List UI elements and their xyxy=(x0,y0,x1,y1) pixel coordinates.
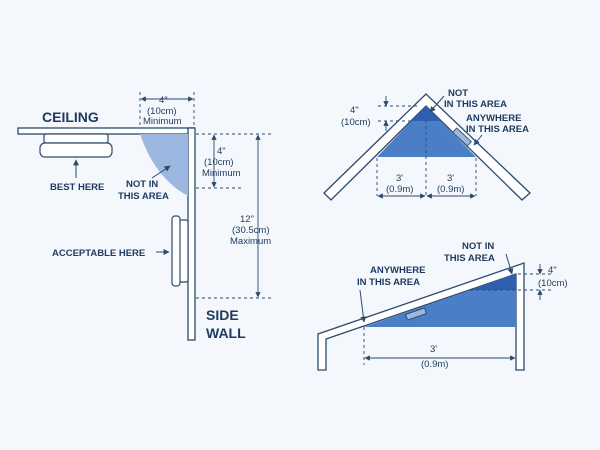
peaked-dead-air-zone xyxy=(411,106,441,121)
peaked-anywhere-zone xyxy=(377,106,476,157)
sloped-bottom-dim-value: 3' xyxy=(430,344,437,355)
side-wall-label-line1: SIDE xyxy=(206,307,239,323)
peaked-right-dim-metric: (0.9m) xyxy=(437,184,464,195)
sloped-anywhere-line1: ANYWHERE xyxy=(370,265,425,276)
ceiling-structure xyxy=(17,127,195,135)
peak-dim-value: 4" xyxy=(350,105,359,116)
wall-ceiling-diagram: CEILING SIDE WALL BEST HERE NOT IN THIS … xyxy=(17,92,274,341)
side-min-qualifier: Minimum xyxy=(202,168,241,179)
not-in-area-pointer xyxy=(151,165,171,179)
side-wall-structure xyxy=(187,127,196,341)
peak-dim-metric: (10cm) xyxy=(341,117,371,128)
peaked-roof-structure xyxy=(323,93,531,201)
peaked-right-dim-value: 3' xyxy=(447,173,454,184)
peaked-not-in-area-pointer xyxy=(429,95,445,113)
sloped-anywhere-line2: IN THIS AREA xyxy=(357,277,420,288)
not-in-area-label-line1: NOT IN xyxy=(126,179,158,190)
peaked-not-in-area-line2: IN THIS AREA xyxy=(444,99,507,110)
peaked-not-in-area-line1: NOT xyxy=(448,88,468,99)
peaked-left-dim-metric: (0.9m) xyxy=(386,184,413,195)
peaked-anywhere-line2: IN THIS AREA xyxy=(466,124,529,135)
side-max-qualifier: Maximum xyxy=(230,236,271,247)
wall-detector-body xyxy=(171,215,181,287)
sloped-ceiling-diagram: 4" (10cm) 3' (0.9m) NOT IN THIS AREA ANY… xyxy=(317,241,568,371)
side-min-value: 4" xyxy=(217,146,226,157)
peaked-ceiling-diagram: 4" (10cm) 3' (0.9m) 3' (0.9m) NOT IN THI… xyxy=(323,88,531,201)
sloped-detector xyxy=(404,307,428,321)
side-max-metric: (30.5cm) xyxy=(232,225,269,236)
top-dim-value: 4" xyxy=(159,95,168,106)
sloped-right-dim-metric: (10cm) xyxy=(538,278,568,289)
side-max-value: 12" xyxy=(240,214,254,225)
ceiling-detector-body xyxy=(39,142,113,158)
ceiling-label: CEILING xyxy=(42,109,99,125)
sloped-not-in-area-pointer xyxy=(505,253,514,275)
top-dim-qualifier: Minimum xyxy=(143,116,182,127)
sloped-roof-structure xyxy=(317,262,525,371)
peaked-detector xyxy=(452,127,472,147)
best-here-label: BEST HERE xyxy=(50,182,104,193)
side-wall-label-line2: WALL xyxy=(206,325,246,341)
sloped-not-in-area-line1: NOT IN xyxy=(462,241,494,252)
sloped-dead-air-zone xyxy=(470,274,516,290)
sloped-right-dim-value: 4" xyxy=(548,265,557,276)
top-dim-metric: (10cm) xyxy=(147,106,177,117)
peaked-anywhere-pointer xyxy=(473,134,483,146)
ceiling-detector xyxy=(43,133,109,144)
peaked-left-dim-value: 3' xyxy=(396,173,403,184)
peaked-anywhere-line1: ANYWHERE xyxy=(466,113,521,124)
not-in-area-label-line2: THIS AREA xyxy=(118,191,169,202)
side-min-metric: (10cm) xyxy=(204,157,234,168)
sloped-not-in-area-line2: THIS AREA xyxy=(444,253,495,264)
dead-air-zone xyxy=(140,134,188,196)
sloped-anywhere-pointer xyxy=(359,289,367,323)
acceptable-here-label: ACCEPTABLE HERE xyxy=(52,248,145,259)
sloped-bottom-dim-metric: (0.9m) xyxy=(421,359,448,370)
